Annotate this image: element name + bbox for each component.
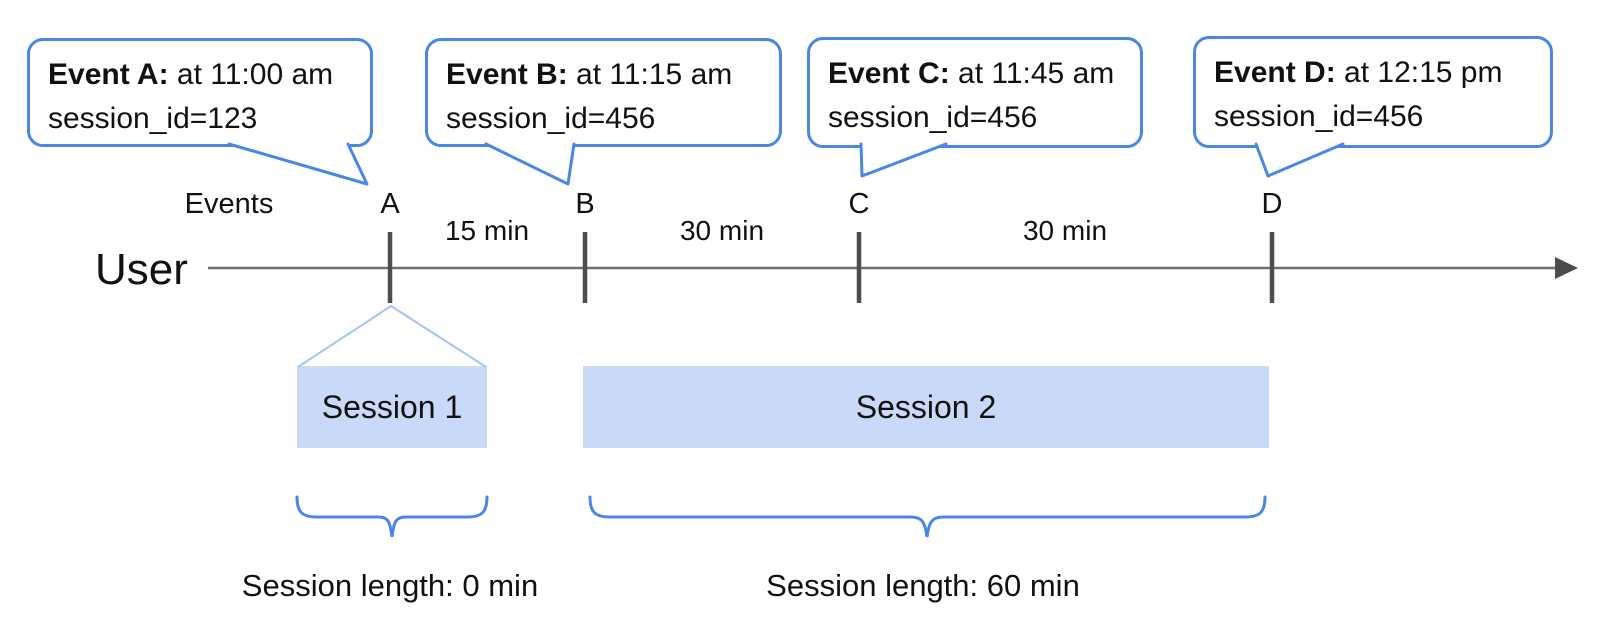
event-c-callout-text: Event C: at 11:45 am session_id=456 <box>810 40 1140 152</box>
session-2-box: Session 2 <box>583 366 1269 448</box>
session-2-label: Session 2 <box>855 388 997 425</box>
event-b-callout: Event B: at 11:15 am session_id=456 <box>425 38 782 147</box>
event-a-callout-text: Event A: at 11:00 am session_id=123 <box>30 41 370 153</box>
event-b-title: Event B: <box>446 58 568 91</box>
event-b-time: at 11:15 am <box>576 58 733 91</box>
event-a-session-id: session_id=123 <box>48 102 258 135</box>
event-c-time: at 11:45 am <box>958 57 1115 90</box>
event-a-title: Event A: <box>48 58 169 91</box>
interval-c-d-label: 30 min <box>1022 215 1108 246</box>
session-1-funnel-lines <box>297 304 487 368</box>
event-b-session-id: session_id=456 <box>446 102 656 135</box>
event-c-session-id: session_id=456 <box>828 101 1038 134</box>
event-a-time: at 11:00 am <box>176 58 334 91</box>
timeline-arrowhead-icon <box>1555 257 1578 279</box>
session-1-brace <box>295 495 489 538</box>
events-axis-label: Events <box>184 188 274 220</box>
event-d-time: at 12:15 pm <box>1344 56 1503 89</box>
event-c-letter: C <box>848 188 870 220</box>
event-d-session-id: session_id=456 <box>1214 100 1424 133</box>
user-axis-label: User <box>95 245 188 294</box>
session-2-length-label: Session length: 60 min <box>766 568 1080 603</box>
event-d-letter: D <box>1261 188 1283 220</box>
event-c-callout: Event C: at 11:45 am session_id=456 <box>807 37 1143 148</box>
interval-a-b-label: 15 min <box>444 215 530 246</box>
event-a-letter: A <box>380 188 400 220</box>
event-d-callout: Event D: at 12:15 pm session_id=456 <box>1193 36 1553 148</box>
session-1-box: Session 1 <box>297 366 487 448</box>
session-1-length-label: Session length: 0 min <box>241 568 539 603</box>
event-b-callout-text: Event B: at 11:15 am session_id=456 <box>428 41 779 153</box>
interval-b-c-label: 30 min <box>679 215 765 246</box>
event-d-title: Event D: <box>1214 56 1336 89</box>
event-d-callout-text: Event D: at 12:15 pm session_id=456 <box>1196 39 1550 151</box>
event-b-letter: B <box>575 188 595 220</box>
session-2-brace <box>588 495 1267 538</box>
event-c-title: Event C: <box>828 57 950 90</box>
session-1-label: Session 1 <box>321 388 463 425</box>
event-a-callout: Event A: at 11:00 am session_id=123 <box>27 38 373 147</box>
